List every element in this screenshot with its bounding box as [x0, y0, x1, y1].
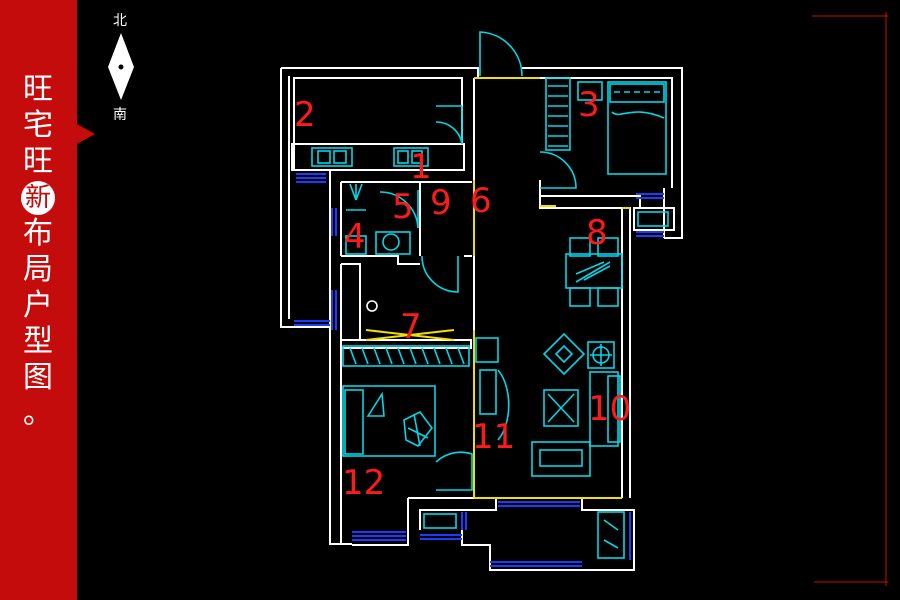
room-number-2: 2 — [294, 95, 316, 135]
room-number-7: 7 — [400, 307, 422, 347]
room-number-8: 8 — [586, 213, 608, 253]
compass-north-label: 北 — [113, 13, 127, 29]
title-char: 图 — [23, 360, 53, 395]
walls — [280, 67, 683, 571]
title-char: 布 — [23, 216, 53, 251]
room-number-6: 6 — [470, 181, 492, 221]
partitions — [365, 77, 630, 499]
room-number-10: 10 — [588, 389, 631, 429]
frame-lines — [812, 12, 888, 586]
title-char: 局 — [23, 252, 53, 287]
furniture — [311, 31, 669, 559]
title-char: 新 — [21, 181, 55, 215]
room-number-9: 9 — [430, 183, 452, 223]
room-number-5: 5 — [392, 187, 414, 227]
title-char: 旺 — [23, 144, 53, 179]
vertical-title: 旺宅旺新布局户型图。 — [12, 72, 64, 432]
room-number-4: 4 — [344, 217, 366, 257]
compass-south-label: 南 — [113, 107, 127, 123]
title-sidebar: 旺宅旺新布局户型图。 — [0, 0, 77, 600]
windows — [294, 173, 664, 567]
title-char: 型 — [23, 324, 53, 359]
room-number-12: 12 — [342, 463, 385, 503]
room-number-11: 11 — [472, 417, 515, 457]
title-char: 宅 — [23, 108, 53, 143]
room-number-3: 3 — [578, 85, 600, 125]
compass-icon — [108, 33, 134, 100]
room-number-labels: 1 2 3 4 5 6 7 8 9 10 11 12 — [294, 85, 631, 503]
title-char: 户 — [23, 288, 53, 323]
title-char: 旺 — [23, 72, 53, 107]
sidebar-arrow-pointer — [77, 124, 95, 144]
room-number-1: 1 — [410, 147, 432, 187]
title-char: 。 — [23, 396, 53, 431]
